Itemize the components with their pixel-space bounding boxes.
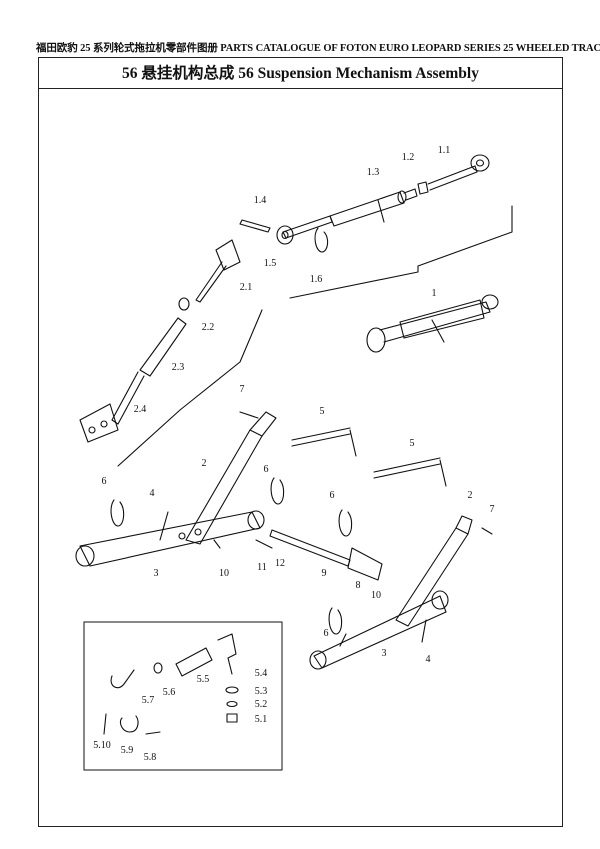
callout-5-5: 5.5 (197, 674, 210, 685)
callout-2-2: 2.2 (202, 322, 215, 333)
catalogue-header: 福田欧豹 25 系列轮式拖拉机零部件图册 PARTS CATALOGUE OF … (36, 43, 600, 54)
lift-rod-right (395, 515, 473, 627)
callout-6-d: 6 (324, 628, 329, 639)
callout-5-7: 5.7 (142, 695, 155, 706)
callout-1-3: 1.3 (367, 167, 380, 178)
callout-7-top: 7 (240, 384, 245, 395)
callout-3-left: 3 (154, 568, 159, 579)
lift-rod-exploded (79, 239, 263, 467)
check-chain-detail (103, 633, 239, 735)
callout-12: 12 (275, 558, 285, 569)
callout-2-left: 2 (202, 458, 207, 469)
callout-1-5: 1.5 (264, 258, 277, 269)
callout-5-1: 5.1 (255, 714, 268, 725)
callout-2-3: 2.3 (172, 362, 185, 373)
callout-9: 9 (322, 568, 327, 579)
callout-5-2: 5.2 (255, 699, 268, 710)
callout-6-b: 6 (102, 476, 107, 487)
callout-4-right: 4 (426, 654, 431, 665)
top-link-assembled (366, 294, 499, 353)
callout-5-9: 5.9 (121, 745, 134, 756)
lift-rod-left (185, 411, 277, 545)
callout-4-left: 4 (150, 488, 155, 499)
callout-10-right: 10 (371, 590, 381, 601)
callout-1-1: 1.1 (438, 145, 451, 156)
detail-inset-frame (83, 621, 283, 771)
callout-2-1: 2.1 (240, 282, 253, 293)
callout-6-c: 6 (330, 490, 335, 501)
callout-5-left: 5 (320, 406, 325, 417)
callout-2-right: 2 (468, 490, 473, 501)
callout-1-6: 1.6 (310, 274, 323, 285)
page-title: 56 悬挂机构总成 56 Suspension Mechanism Assemb… (122, 65, 479, 82)
callout-5-3: 5.3 (255, 686, 268, 697)
page-frame (38, 57, 563, 827)
title-divider (38, 88, 563, 89)
callout-5-8: 5.8 (144, 752, 157, 763)
pins-and-clips (110, 411, 493, 643)
callout-5-right: 5 (410, 438, 415, 449)
callout-1-4: 1.4 (254, 195, 267, 206)
cross-shaft (269, 529, 383, 581)
callout-1: 1 (432, 288, 437, 299)
callout-10-left: 10 (219, 568, 229, 579)
lower-link-left (75, 510, 265, 567)
callout-5-4: 5.4 (255, 668, 268, 679)
callout-3-right: 3 (382, 648, 387, 659)
top-link-exploded (239, 154, 513, 299)
callout-7-right: 7 (490, 504, 495, 515)
callout-2-4: 2.4 (134, 404, 147, 415)
callout-11: 11 (257, 562, 267, 573)
callout-5-6: 5.6 (163, 687, 176, 698)
callout-6-a: 6 (264, 464, 269, 475)
callout-labels: 1.1 1.2 1.3 1.4 1.5 1.6 1 2.1 2.2 2.3 2.… (93, 145, 494, 763)
callout-1-2: 1.2 (402, 152, 415, 163)
check-chains (291, 427, 447, 487)
callout-5-10: 5.10 (93, 740, 111, 751)
callout-8: 8 (356, 580, 361, 591)
